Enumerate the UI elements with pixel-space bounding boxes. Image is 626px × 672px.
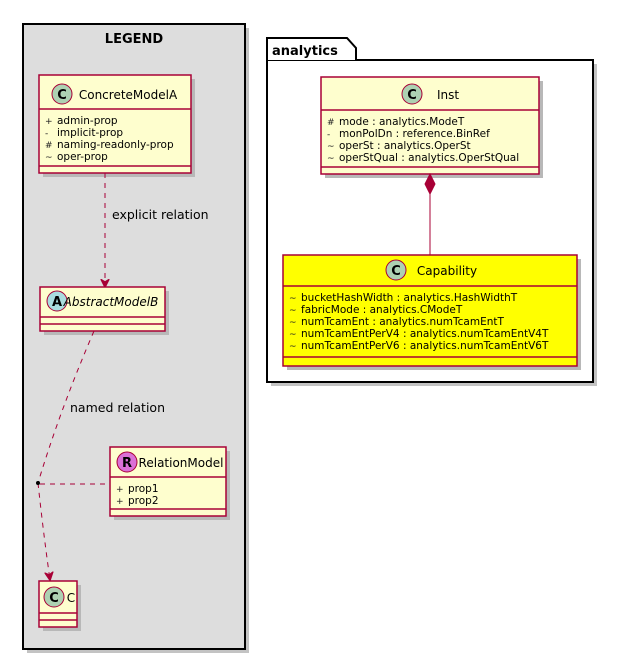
class-name: Inst <box>437 88 459 102</box>
member-visibility-icon: ~ <box>327 142 335 152</box>
member-implicit-prop: implicit-prop <box>57 127 123 139</box>
class-name: C <box>67 591 75 605</box>
class-c-badge-icon <box>401 83 423 105</box>
svg-text:C: C <box>49 591 59 606</box>
member-fabricmode: fabricMode : analytics.CModeT <box>301 304 463 316</box>
member-mode: mode : analytics.ModeT <box>339 116 465 128</box>
member-visibility-icon: # <box>327 118 335 128</box>
member-visibility-icon: ~ <box>289 318 297 328</box>
member-visibility-icon: # <box>45 141 53 151</box>
member-visibility-icon: ~ <box>289 294 297 304</box>
member-visibility-icon: + <box>116 485 124 495</box>
member-visibility-icon: + <box>45 117 53 127</box>
member-monpoldn: monPolDn : reference.BinRef <box>339 128 490 140</box>
svg-text:R: R <box>122 456 132 471</box>
member-naming-readonly-prop: naming-readonly-prop <box>57 139 174 151</box>
member-visibility-icon: ~ <box>327 154 335 164</box>
composition-diamond-icon <box>424 172 436 196</box>
class-name: AbstractModelB <box>63 295 159 309</box>
member-numtcament: numTcamEnt : analytics.numTcamEntT <box>301 316 505 328</box>
member-visibility-icon: ~ <box>289 330 297 340</box>
svg-text:C: C <box>407 88 417 103</box>
member-visibility-icon: + <box>116 497 124 507</box>
member-prop1: prop1 <box>128 483 159 495</box>
class-c[interactable]: C C <box>38 580 81 631</box>
member-visibility-icon: ~ <box>289 342 297 352</box>
class-c-badge-icon <box>385 259 407 281</box>
edge-label-named: named relation <box>70 400 165 415</box>
member-buckethashwidth: bucketHashWidth : analytics.HashWidthT <box>301 292 518 304</box>
edge-label-explicit: explicit relation <box>112 207 209 222</box>
abstract-a-badge-icon <box>46 290 68 312</box>
member-numtcamentperv6: numTcamEntPerV6 : analytics.numTcamEntV6… <box>301 340 549 352</box>
relation-r-badge-icon <box>116 451 138 473</box>
member-operstqual: operStQual : analytics.OperStQual <box>339 152 519 164</box>
member-visibility-icon: - <box>45 129 48 139</box>
edge-explicit-relation: explicit relation <box>105 173 209 287</box>
class-name: ConcreteModelA <box>79 88 178 102</box>
class-concrete-model-a[interactable]: C ConcreteModelA + admin-prop - implicit… <box>38 74 195 177</box>
member-visibility-icon: - <box>327 130 330 140</box>
class-inst[interactable]: C Inst # mode : analytics.ModeT - monPol… <box>320 76 543 178</box>
class-relation-model[interactable]: R RelationModel + prop1 + prop2 <box>109 446 230 520</box>
member-numtcamentperv4: numTcamEntPerV4 : analytics.numTcamEntV4… <box>301 328 549 340</box>
member-oper-prop: oper-prop <box>57 151 108 163</box>
edge-named-relation: named relation <box>36 330 165 580</box>
class-c-badge-icon <box>51 83 73 105</box>
class-c-badge-icon <box>43 586 65 608</box>
member-prop2: prop2 <box>128 495 159 507</box>
analytics-title: analytics <box>272 44 338 59</box>
edge-composition <box>424 172 436 255</box>
member-visibility-icon: ~ <box>45 153 53 163</box>
svg-text:C: C <box>57 88 67 103</box>
junction-dot-icon <box>36 481 40 485</box>
class-abstract-model-b[interactable]: A AbstractModelB <box>39 286 169 335</box>
class-name: Capability <box>417 264 477 278</box>
class-name: RelationModel <box>139 456 224 470</box>
member-operst: operSt : analytics.OperSt <box>339 140 471 152</box>
member-admin-prop: admin-prop <box>57 115 118 127</box>
class-capability[interactable]: C Capability ~ bucketHashWidth : analyti… <box>282 254 581 370</box>
svg-text:A: A <box>52 295 62 310</box>
member-visibility-icon: ~ <box>289 306 297 316</box>
legend-title: LEGEND <box>105 32 164 47</box>
svg-text:C: C <box>391 264 401 279</box>
